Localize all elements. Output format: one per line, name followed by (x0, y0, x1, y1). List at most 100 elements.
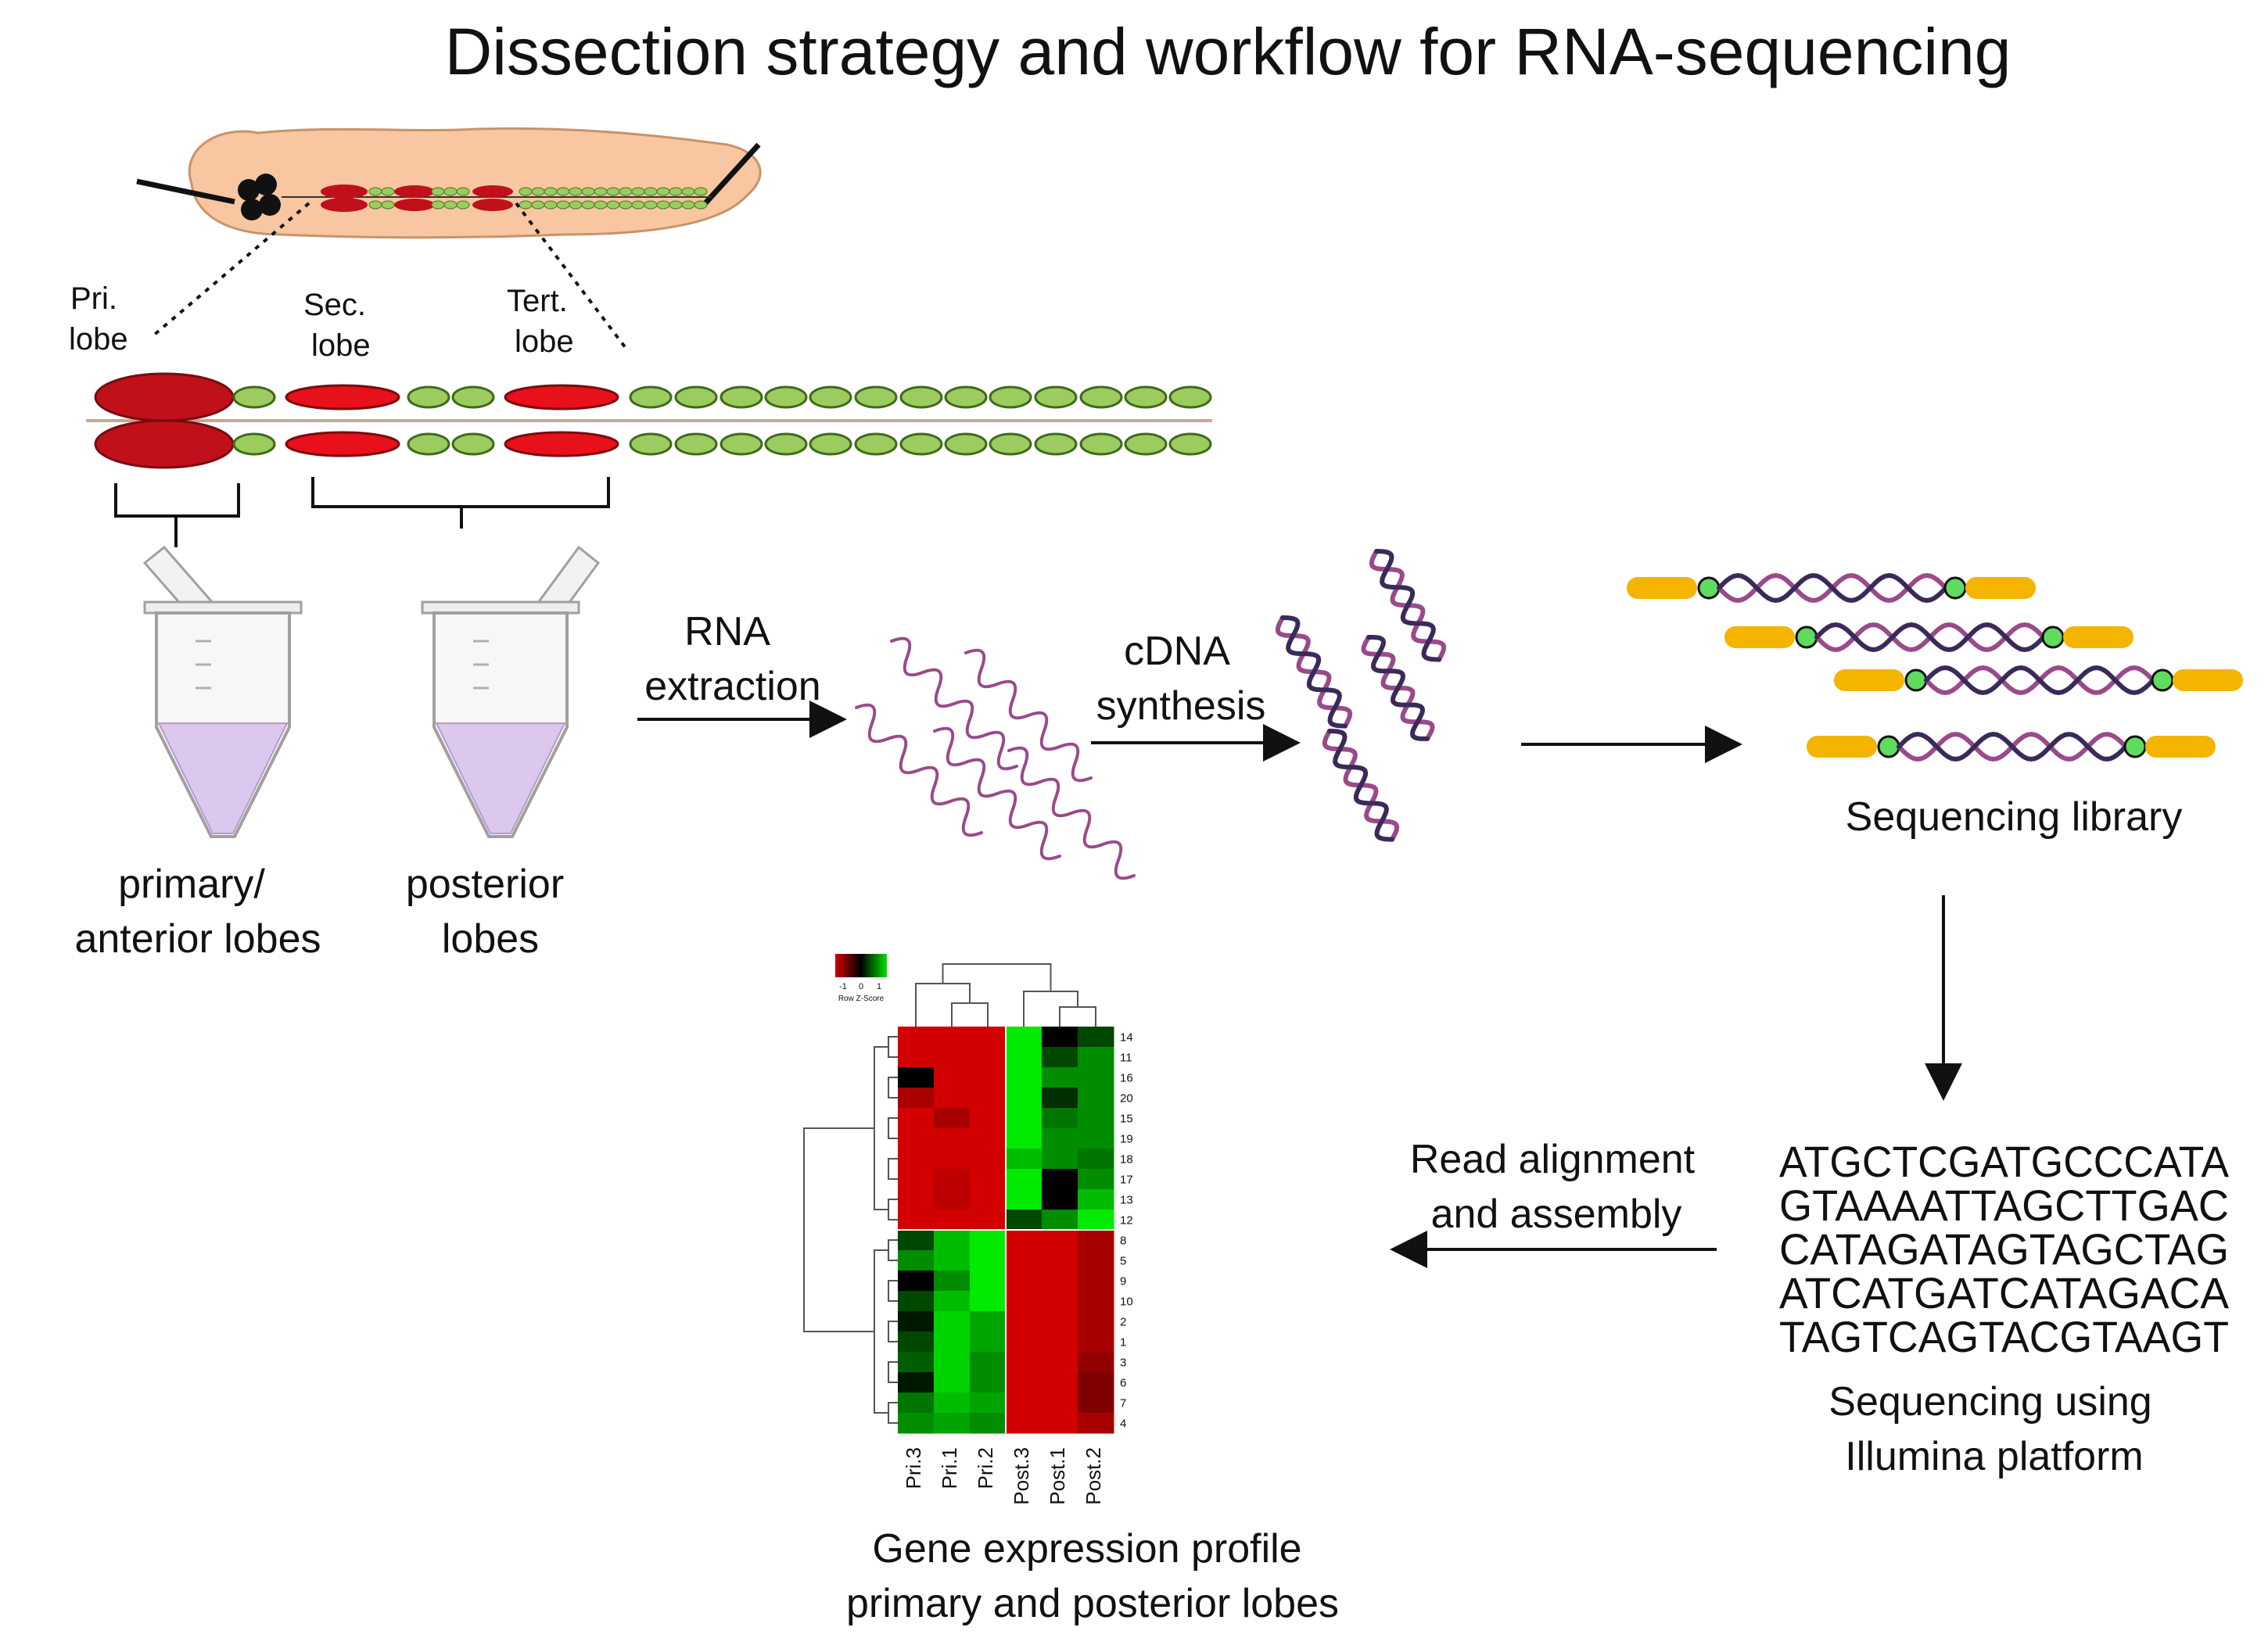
heatmap-cell (1078, 1149, 1114, 1170)
heatmap-cell (970, 1311, 1007, 1332)
posterior-tube-label: posterior lobes (406, 862, 564, 962)
mini-pericardial-cell (581, 200, 595, 210)
pericardial-cell (809, 432, 852, 456)
pericardial-cell (1034, 385, 1078, 409)
helix-strand (1366, 635, 1430, 741)
mini-pericardial-cell (456, 187, 470, 196)
pericardial-cell (854, 385, 898, 409)
tube-liquid (157, 722, 289, 834)
brain-lobe (259, 194, 281, 216)
pericardial-cell (674, 385, 718, 409)
heatmap-cell (1078, 1332, 1114, 1353)
dendrogram-branch (888, 1361, 898, 1383)
mini-pericardial-cell (381, 187, 395, 196)
heatmap-cell (934, 1413, 971, 1434)
brain-lobe (255, 174, 277, 195)
svg-text:primary/: primary/ (118, 862, 265, 907)
mini-pericardial-cell (681, 187, 695, 196)
mini-pericardial-cell (368, 200, 382, 210)
mini-pericardial-cell (556, 187, 570, 196)
heatmap-cell (1042, 1230, 1078, 1251)
dendrogram-branch (874, 1046, 888, 1210)
rna-strand (1007, 746, 1136, 880)
heatmap-cell (934, 1027, 971, 1048)
heatmap-row-label: 7 (1120, 1397, 1126, 1410)
heatmap-cell (898, 1027, 935, 1048)
heatmap-cell (970, 1413, 1007, 1434)
tube-rim (421, 600, 580, 615)
heatmap-cell (1042, 1210, 1078, 1231)
tertiary-lobe (504, 384, 619, 410)
dendrogram-branch (888, 1199, 898, 1220)
mini-primary-lobe (321, 185, 368, 199)
mini-pericardial-cell (669, 187, 683, 196)
mini-pericardial-cell (381, 200, 395, 210)
heatmap-cell (1042, 1189, 1078, 1210)
mini-lymph-gland (321, 185, 708, 212)
pericardial-cell (629, 432, 673, 456)
mini-pericardial-cell (619, 200, 633, 210)
rna-strands (855, 636, 1136, 880)
primary-lobe (94, 372, 235, 422)
svg-text:Pri.: Pri. (70, 281, 117, 316)
heatmap-row-label: 9 (1120, 1275, 1126, 1289)
heatmap-cell (1042, 1332, 1078, 1353)
heatmap-cell (934, 1047, 971, 1068)
bead (1943, 576, 1967, 600)
heatmap-cell (934, 1128, 971, 1149)
pericardial-cell (809, 385, 852, 409)
mini-pericardial-cell (594, 187, 608, 196)
mini-pericardial-cell (681, 200, 695, 210)
heatmap-cell (970, 1067, 1007, 1088)
bead (2151, 668, 2174, 692)
heatmap-cell (1078, 1169, 1114, 1190)
secondary-lobe (285, 384, 400, 410)
heatmap-cell (1078, 1352, 1114, 1373)
heatmap-cell (970, 1189, 1007, 1210)
mini-pericardial-cell (431, 200, 445, 210)
heatmap-cell (898, 1230, 935, 1251)
pericardial-cell (1124, 385, 1168, 409)
heatmap-cell (1006, 1128, 1042, 1149)
mini-posterior-lobe (394, 199, 435, 211)
adapter (2145, 736, 2216, 758)
mini-posterior-lobe (472, 185, 513, 198)
heatmap-cell (934, 1088, 971, 1109)
heatmap-cell (1078, 1392, 1114, 1414)
svg-text:primary and posterior lobes: primary and posterior lobes (846, 1581, 1339, 1626)
heatmap-cell (1078, 1372, 1114, 1393)
heatmap-cell (1078, 1271, 1114, 1292)
heatmap-cell (898, 1047, 935, 1068)
mini-pericardial-cell (519, 187, 533, 196)
heatmap-cell (1006, 1291, 1042, 1312)
heatmap-cell (934, 1230, 971, 1251)
mini-pericardial-cell (594, 200, 608, 210)
sec-lobe-label: Sec. lobe (303, 288, 371, 363)
heatmap-cell (1042, 1088, 1078, 1109)
heatmap-cell (934, 1352, 971, 1373)
heatmap-row-label: 12 (1120, 1214, 1133, 1228)
heatmap-cell (970, 1291, 1007, 1312)
pericardial-cell (1034, 432, 1078, 456)
brain-lobe (241, 199, 263, 220)
heatmap-cell (1006, 1250, 1042, 1271)
heatmap-cell (934, 1108, 971, 1129)
heatmap-cell (1042, 1311, 1078, 1332)
heatmap-cell (1006, 1067, 1042, 1088)
heatmap-cell (1006, 1189, 1042, 1210)
heatmap-row-label: 3 (1120, 1357, 1126, 1370)
pri-dotted-guide (151, 202, 310, 338)
heatmap-cell (1042, 1392, 1078, 1414)
mini-pericardial-cell (581, 187, 595, 196)
heatmap-cell (934, 1250, 971, 1271)
adapter (1724, 626, 1795, 648)
pericardial-cell (1079, 385, 1123, 409)
mini-posterior-lobe (394, 185, 435, 198)
mini-pericardial-cell (694, 200, 708, 210)
heatmap-column-label: Pri.1 (938, 1447, 961, 1489)
posterior-lobes-bracket (311, 477, 610, 529)
heatmap-cell (1078, 1067, 1114, 1088)
heatmap-cell (934, 1372, 971, 1393)
heatmap-cell (970, 1027, 1007, 1048)
heatmap-cell (1006, 1352, 1042, 1373)
